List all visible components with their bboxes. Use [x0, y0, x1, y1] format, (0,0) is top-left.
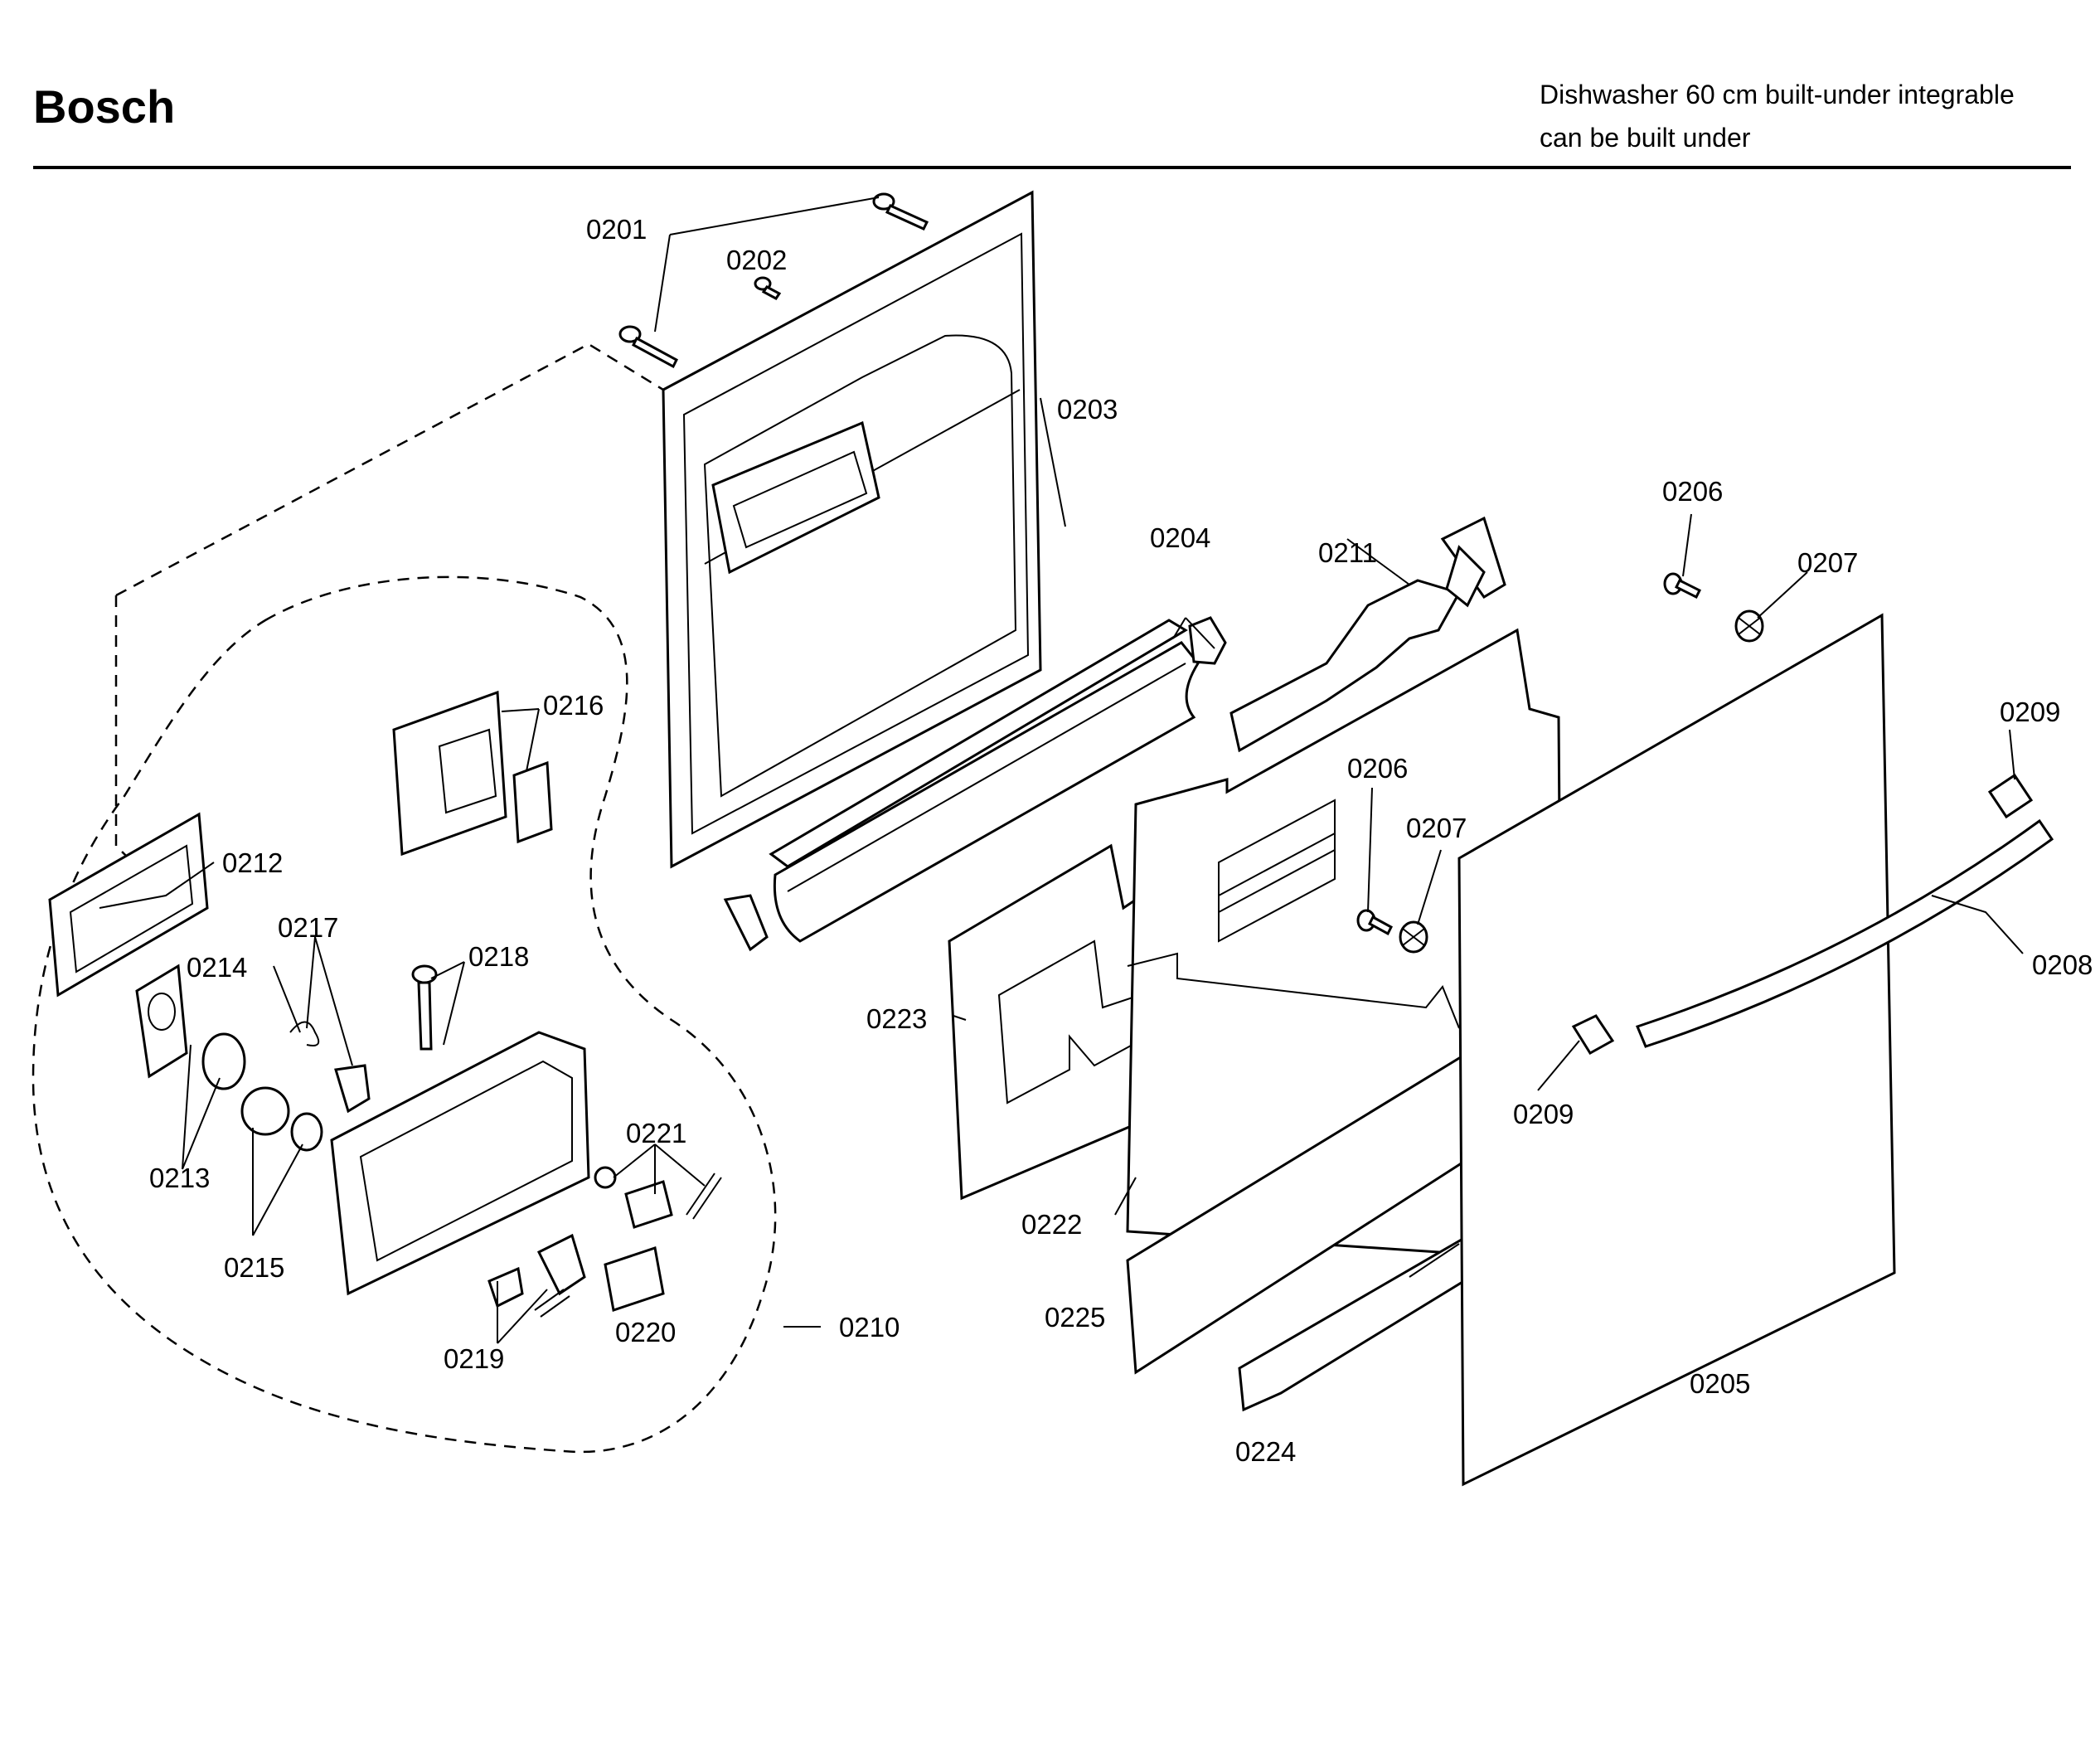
dispenser-cap-0215: [240, 1086, 323, 1152]
handle-end-cap-0209-right: [1987, 773, 2034, 819]
label-0221: 0221: [626, 1118, 686, 1148]
switch-0220: [604, 1246, 665, 1312]
washer-0207-top: [1734, 609, 1764, 643]
screw-0206-middle: [1356, 909, 1393, 936]
label-0206-middle: 0206: [1347, 753, 1408, 784]
header-divider: [33, 166, 2071, 169]
label-0212: 0212: [222, 847, 283, 878]
label-0204: 0204: [1150, 522, 1210, 553]
handle-end-cap-0209-left: [1571, 1014, 1615, 1056]
label-0209-left: 0209: [1513, 1099, 1574, 1129]
label-0201: 0201: [586, 214, 647, 245]
label-0223: 0223: [866, 1003, 927, 1034]
label-0211: 0211: [1318, 537, 1377, 568]
dispenser-cover-0213: [135, 964, 188, 1079]
label-0213: 0213: [149, 1163, 210, 1193]
screw-0201-top: [872, 192, 929, 231]
label-0209-right: 0209: [2000, 697, 2060, 727]
label-0214: 0214: [187, 952, 247, 983]
label-0207-middle: 0207: [1406, 813, 1467, 843]
label-0207-top: 0207: [1797, 547, 1858, 578]
label-0217: 0217: [278, 912, 338, 943]
label-0219: 0219: [444, 1343, 504, 1374]
pin-0218: [411, 964, 438, 1051]
kick-plate-0224: [1238, 1229, 1479, 1412]
inner-door-0203: [662, 190, 1042, 869]
control-assembly-group-outline: [32, 575, 777, 1454]
label-0215: 0215: [224, 1252, 284, 1283]
label-0210: 0210: [839, 1312, 900, 1342]
panel-connector-dashed-line: [114, 342, 664, 863]
label-0224: 0224: [1235, 1436, 1296, 1467]
dispenser-frame-0212: [48, 812, 209, 998]
washer-0207-middle: [1399, 920, 1428, 954]
label-0202: 0202: [726, 245, 787, 275]
description-line-1: Dishwasher 60 cm built-under integrable: [1540, 80, 2015, 109]
cover-plate-0216: [392, 690, 553, 857]
model-description: Dishwasher 60 cm built-under integrable …: [1540, 73, 2070, 159]
label-0225: 0225: [1045, 1302, 1105, 1333]
description-line-2: can be built under: [1540, 123, 1751, 153]
brand-title: Bosch: [33, 80, 176, 133]
hinge-bracket-0211: [1229, 516, 1506, 753]
latch-spring-0221: [594, 1166, 722, 1229]
screw-0201-left: [618, 325, 678, 369]
dispenser-housing-0210: [330, 1031, 590, 1296]
screw-0206-top: [1663, 572, 1702, 600]
screw-0202: [754, 276, 782, 300]
seal-ring-0214: [201, 1032, 246, 1090]
label-0218: 0218: [468, 941, 529, 972]
label-0206-top: 0206: [1662, 476, 1723, 507]
spring-lever-0217: [289, 1021, 371, 1114]
insulation-panel-0223: [948, 843, 1163, 1201]
door-handle-0208: [1635, 818, 2054, 1048]
door-seal-strip-0204: [723, 616, 1227, 952]
detergent-dispenser-window: [711, 420, 880, 575]
label-0220: 0220: [615, 1317, 676, 1347]
label-0216: 0216: [543, 690, 604, 721]
latch-parts-0219: [487, 1233, 586, 1318]
leader-lines: [99, 197, 2024, 1344]
front-panel-0205: [1457, 613, 1896, 1487]
label-0208: 0208: [2032, 949, 2093, 980]
label-0222: 0222: [1021, 1209, 1082, 1240]
label-0203: 0203: [1057, 394, 1118, 425]
label-0205: 0205: [1690, 1368, 1750, 1399]
